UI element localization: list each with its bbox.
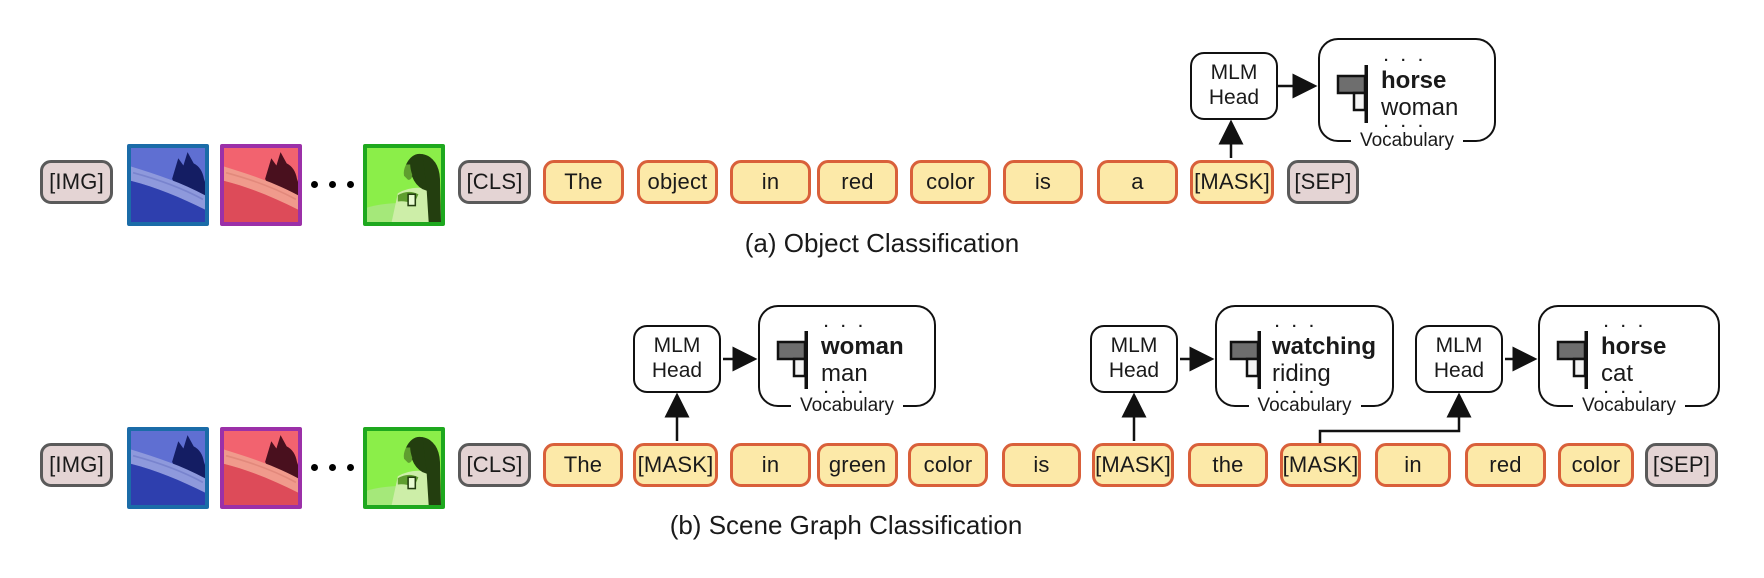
- vocabulary-label: Vocabulary: [1350, 130, 1464, 152]
- probability-bars-icon: [1229, 329, 1265, 391]
- vocab-word-bottom: woman: [1381, 94, 1459, 121]
- vocabulary-box: · · · woman man · · · Vocabulary: [758, 305, 936, 417]
- mlm-head-label: MLM Head: [1108, 334, 1160, 382]
- token-box: the: [1188, 443, 1268, 487]
- woman-image-patch-green: [363, 144, 445, 226]
- token-box: color: [1558, 443, 1634, 487]
- token-box: is: [1003, 160, 1083, 204]
- mask-token-box: [MASK]: [1092, 443, 1174, 487]
- token-box: [IMG]: [40, 443, 113, 487]
- vocab-word-top: horse: [1601, 333, 1667, 360]
- ellipsis-dots-icon: [311, 464, 354, 471]
- probability-bars-icon: [776, 329, 812, 391]
- token-box: [SEP]: [1645, 443, 1718, 487]
- vocab-ellipsis: · · ·: [1275, 318, 1319, 335]
- mlm-head-label: MLM Head: [651, 334, 703, 382]
- vocab-ellipsis: · · ·: [1604, 318, 1648, 335]
- horse-image-patch-blue: [127, 144, 209, 226]
- horse-scene-icon: [224, 148, 298, 222]
- vocab-word-top: woman: [821, 333, 904, 360]
- vocab-word-bottom: riding: [1272, 360, 1331, 387]
- mlm-head-box: MLM Head: [633, 325, 721, 393]
- mlm-head-box: MLM Head: [1190, 52, 1278, 120]
- vocab-word-top: watching: [1272, 333, 1377, 360]
- vocab-word-bottom: man: [821, 360, 868, 387]
- token-box: object: [637, 160, 718, 204]
- mask-token-box: [MASK]: [1190, 160, 1274, 204]
- probability-bars-icon: [1556, 329, 1592, 391]
- horse-image-patch-blue: [127, 427, 209, 509]
- token-box: [CLS]: [458, 160, 531, 204]
- token-box: in: [730, 160, 811, 204]
- row-b-token-strip: [IMG] [CLS] The [MASK] in green color is…: [0, 443, 1764, 487]
- horse-scene-icon: [224, 431, 298, 505]
- horse-scene-icon: [131, 431, 205, 505]
- vocab-word-top: horse: [1381, 67, 1447, 94]
- token-box: a: [1097, 160, 1178, 204]
- token-box: color: [908, 443, 988, 487]
- token-box: The: [543, 443, 623, 487]
- vocabulary-box: · · · horse cat · · · Vocabulary: [1538, 305, 1720, 417]
- horse-image-patch-magenta: [220, 144, 302, 226]
- vocab-ellipsis: · · ·: [824, 318, 868, 335]
- vocabulary-label: Vocabulary: [1572, 395, 1686, 417]
- token-box: red: [1465, 443, 1546, 487]
- token-box: [SEP]: [1287, 160, 1359, 204]
- row-a-token-strip: [IMG] [CLS] The object in red color is a…: [0, 160, 1764, 204]
- token-box: color: [910, 160, 991, 204]
- token-box: The: [543, 160, 624, 204]
- token-box: green: [817, 443, 898, 487]
- token-box: red: [817, 160, 898, 204]
- vocabulary-box: · · · watching riding · · · Vocabulary: [1215, 305, 1394, 417]
- woman-scene-icon: [367, 148, 441, 222]
- mask-token-box: [MASK]: [633, 443, 718, 487]
- mlm-head-box: MLM Head: [1090, 325, 1178, 393]
- vocabulary-label: Vocabulary: [790, 395, 904, 417]
- horse-scene-icon: [131, 148, 205, 222]
- token-box: [CLS]: [458, 443, 531, 487]
- ellipsis-dots-icon: [311, 181, 354, 188]
- mlm-head-label: MLM Head: [1433, 334, 1485, 382]
- mlm-head-box: MLM Head: [1415, 325, 1503, 393]
- token-box: is: [1002, 443, 1081, 487]
- token-box: in: [1375, 443, 1451, 487]
- woman-image-patch-green: [363, 427, 445, 509]
- probability-bars-icon: [1336, 63, 1372, 125]
- vocabulary-box: · · · horse woman · · · Vocabulary: [1318, 38, 1496, 152]
- token-box: in: [730, 443, 811, 487]
- token-box: [IMG]: [40, 160, 113, 204]
- mask-token-box: [MASK]: [1280, 443, 1361, 487]
- vocab-word-bottom: cat: [1601, 360, 1634, 387]
- horse-image-patch-magenta: [220, 427, 302, 509]
- mlm-head-label: MLM Head: [1208, 61, 1260, 109]
- caption-a: (a) Object Classification: [744, 228, 1020, 258]
- caption-b: (b) Scene Graph Classification: [669, 510, 1023, 540]
- vocab-ellipsis: · · ·: [1384, 52, 1428, 69]
- woman-scene-icon: [367, 431, 441, 505]
- vocabulary-label: Vocabulary: [1248, 395, 1361, 417]
